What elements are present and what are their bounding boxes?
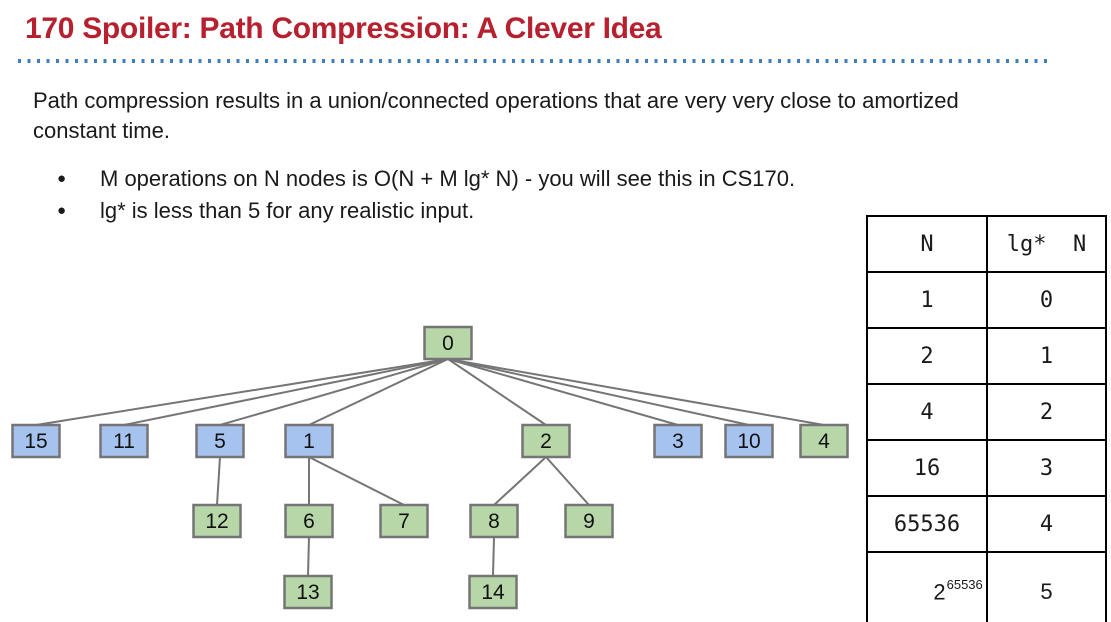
- tree-node-box: [653, 423, 703, 459]
- tree-edge-2-8: [493, 456, 547, 506]
- tree-node-15: 15: [11, 423, 61, 459]
- tree-edge-2-9: [545, 456, 590, 506]
- tree-node-box: [284, 503, 334, 539]
- tree-node-box: [379, 503, 429, 539]
- bullet-list: ● M operations on N nodes is O(N + M lg*…: [57, 163, 907, 227]
- tree-node-label: 14: [481, 581, 505, 604]
- tree-node-label: 11: [113, 430, 135, 453]
- tree-node-label: 0: [442, 332, 454, 355]
- table-row: 2 1: [866, 327, 1107, 385]
- tree-node-4: 4: [799, 423, 849, 459]
- tree-edge-0-4: [447, 358, 825, 426]
- title-divider-dotted-line: [18, 59, 1050, 63]
- tree-node-box: [99, 423, 149, 459]
- tree-node-label: 12: [205, 510, 228, 533]
- tree-edge-0-10: [447, 358, 750, 426]
- power-base: 2: [933, 579, 946, 605]
- tree-node-6: 6: [284, 503, 334, 539]
- table-cell-n: 2: [866, 327, 988, 385]
- tree-node-box: [564, 503, 614, 539]
- table-row: 265536 5: [866, 550, 1107, 622]
- tree-node-box: [423, 325, 473, 361]
- tree-node-label: 3: [672, 430, 684, 453]
- tree-edge-0-11: [123, 358, 449, 426]
- bullet-text: lg* is less than 5 for any realistic inp…: [100, 198, 475, 223]
- tree-edge-6-13: [307, 536, 310, 577]
- tree-node-label: 8: [488, 510, 500, 533]
- tree-node-11: 11: [99, 423, 149, 459]
- tree-node-box: [284, 423, 334, 459]
- table-row: 16 3: [866, 439, 1107, 497]
- table-cell-lg: 0: [986, 271, 1107, 329]
- tree-node-label: 1: [303, 430, 315, 453]
- tree-node-label: 9: [583, 510, 595, 533]
- table-row: 1 0: [866, 271, 1107, 329]
- table-cell-lg: 1: [986, 327, 1107, 385]
- table-cell-n: 16: [866, 439, 988, 497]
- tree-node-box: [724, 423, 774, 459]
- tree-node-box: [195, 423, 245, 459]
- tree-node-8: 8: [469, 503, 519, 539]
- tree-node-label: 4: [818, 430, 830, 453]
- tree-node-box: [521, 423, 571, 459]
- table-row: 65536 4: [866, 495, 1107, 553]
- tree-node-label: 2: [540, 430, 552, 453]
- tree-edge-0-15: [35, 358, 449, 426]
- tree-node-1: 1: [284, 423, 334, 459]
- tree-edge-5-12: [216, 456, 221, 506]
- tree-edge-0-5: [219, 358, 449, 426]
- table-cell-lg: 5: [986, 550, 1107, 622]
- table-header-row: N lg* N: [866, 215, 1107, 273]
- tree-edge-0-3: [447, 358, 679, 426]
- table-cell-n: 4: [866, 383, 988, 441]
- tree-node-box: [192, 503, 242, 539]
- tree-node-3: 3: [653, 423, 703, 459]
- tree-node-12: 12: [192, 503, 242, 539]
- intro-paragraph: Path compression results in a union/conn…: [33, 88, 959, 143]
- tree-node-box: [283, 574, 333, 610]
- bullet-item: ● M operations on N nodes is O(N + M lg*…: [57, 163, 907, 195]
- tree-node-box: [468, 574, 518, 610]
- tree-node-label: 7: [398, 510, 410, 533]
- tree-node-9: 9: [564, 503, 614, 539]
- lg-star-table: N lg* N 1 0 2 1 4 2 16 3 65536: [866, 215, 1107, 622]
- tree-node-label: 13: [296, 581, 319, 604]
- tree-edge-8-14: [492, 536, 495, 577]
- bullet-dot-icon: ●: [57, 202, 67, 219]
- tree-node-label: 15: [24, 430, 47, 453]
- tree-edge-0-2: [447, 358, 547, 426]
- tree-edge-0-1: [308, 358, 449, 426]
- table-cell-lg: 2: [986, 383, 1107, 441]
- tree-node-box: [469, 503, 519, 539]
- table-cell-lg: 3: [986, 439, 1107, 497]
- tree-edge-1-7: [308, 456, 405, 506]
- tree-node-13: 13: [283, 574, 333, 610]
- tree-node-box: [11, 423, 61, 459]
- tree-node-0: 0: [423, 325, 473, 361]
- table-row: 4 2: [866, 383, 1107, 441]
- table-header-lg: lg* N: [986, 215, 1107, 273]
- table-cell-n: 65536: [866, 495, 988, 553]
- table-cell-lg: 4: [986, 495, 1107, 553]
- table-cell-n: 1: [866, 271, 988, 329]
- tree-node-label: 5: [214, 430, 226, 453]
- table-cell-n: 265536: [866, 550, 988, 622]
- tree-node-10: 10: [724, 423, 774, 459]
- power-exponent: 65536: [946, 577, 983, 592]
- tree-node-label: 10: [737, 430, 760, 453]
- tree-node-14: 14: [468, 574, 518, 610]
- tree-node-7: 7: [379, 503, 429, 539]
- tree-node-5: 5: [195, 423, 245, 459]
- tree-node-label: 6: [303, 510, 315, 533]
- tree-node-2: 2: [521, 423, 571, 459]
- bullet-dot-icon: ●: [57, 170, 67, 187]
- slide-title: 170 Spoiler: Path Compression: A Clever …: [25, 12, 662, 45]
- bullet-item: ● lg* is less than 5 for any realistic i…: [57, 195, 907, 227]
- bullet-text: M operations on N nodes is O(N + M lg* N…: [100, 166, 796, 191]
- table-header-n: N: [866, 215, 988, 273]
- tree-node-box: [799, 423, 849, 459]
